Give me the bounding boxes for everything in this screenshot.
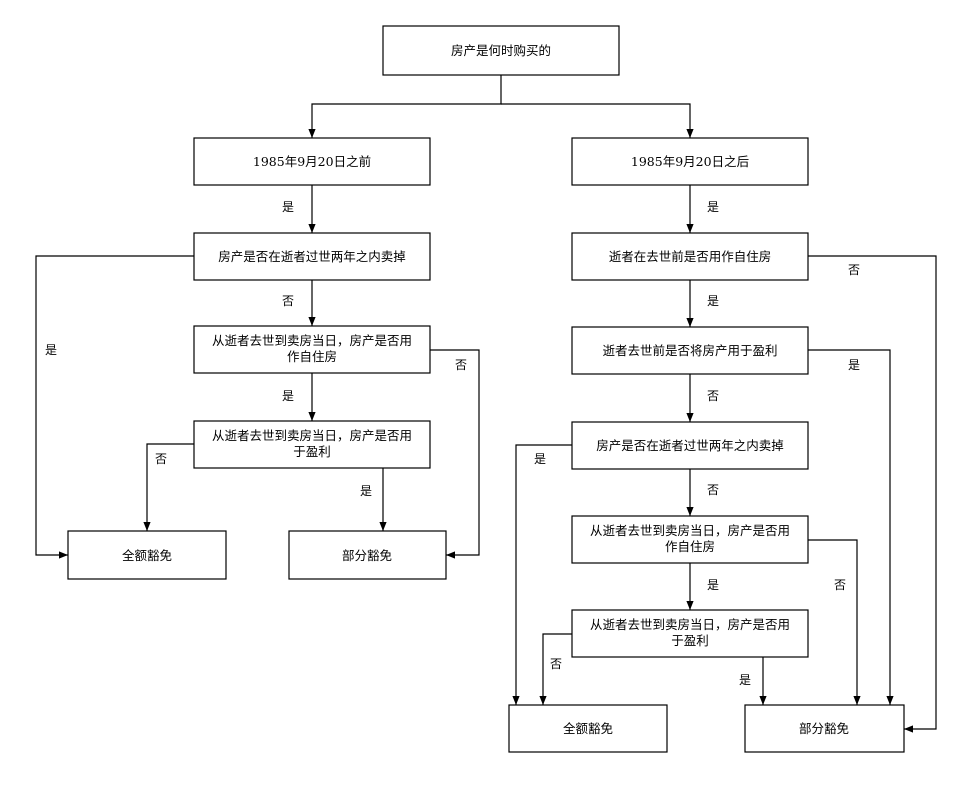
- edge-label-r1: 是: [707, 200, 719, 214]
- node-l-home: 从逝者去世到卖房当日，房产是否用 作自住房: [193, 325, 431, 374]
- edge-label-l4: 是: [45, 343, 57, 357]
- node-text: 逝者在去世前是否用作自住房: [609, 249, 772, 264]
- edge-r-sold2y-full: [512, 444, 572, 705]
- edge-r-home-before-partial: [808, 255, 937, 733]
- node-text: 部分豁免: [799, 721, 849, 736]
- edge-label-r9: 否: [834, 578, 846, 592]
- node-text: 从逝者去世到卖房当日，房产是否用: [590, 617, 790, 632]
- node-text: 1985年9月20日之后: [631, 154, 749, 169]
- node-l-sold2y: 房产是否在逝者过世两年之内卖掉: [193, 232, 431, 281]
- edge-root-before: [308, 75, 502, 138]
- edge-label-r7: 否: [707, 483, 719, 497]
- node-text: 从逝者去世到卖房当日，房产是否用: [212, 333, 412, 348]
- node-before: 1985年9月20日之前: [193, 137, 431, 186]
- edge-label-l1: 是: [282, 200, 294, 214]
- edge-label-l3: 是: [282, 389, 294, 403]
- node-text: 全额豁免: [122, 548, 172, 563]
- edge-label-r8: 是: [707, 578, 719, 592]
- node-root: 房产是何时购买的: [382, 25, 620, 76]
- edge-label-r3: 是: [707, 294, 719, 308]
- edge-label-r2: 否: [848, 263, 860, 277]
- node-text: 房产是何时购买的: [451, 43, 551, 58]
- node-text: 部分豁免: [342, 548, 392, 563]
- edge-l-sold2y-full: [35, 255, 194, 559]
- node-l-partial: 部分豁免: [288, 530, 447, 580]
- edge-root-after: [501, 103, 694, 138]
- edge-label-r4: 是: [848, 358, 860, 372]
- edge-label-l2: 否: [282, 294, 294, 308]
- node-text: 于盈利: [293, 444, 331, 459]
- node-r-profit-before: 逝者去世前是否将房产用于盈利: [571, 326, 809, 375]
- node-text: 从逝者去世到卖房当日，房产是否用: [212, 428, 412, 443]
- node-text: 于盈利: [671, 633, 709, 648]
- edge-label-l5: 否: [455, 358, 467, 372]
- edge-r-profit-before-partial: [808, 349, 894, 705]
- node-r-home: 从逝者去世到卖房当日，房产是否用 作自住房: [571, 515, 809, 564]
- node-r-profit: 从逝者去世到卖房当日，房产是否用 于盈利: [571, 609, 809, 658]
- edge-r-profit-full: [539, 633, 572, 705]
- node-text: 从逝者去世到卖房当日，房产是否用: [590, 523, 790, 538]
- node-text: 逝者去世前是否将房产用于盈利: [602, 343, 777, 358]
- node-text: 房产是否在逝者过世两年之内卖掉: [596, 438, 784, 453]
- node-l-profit: 从逝者去世到卖房当日，房产是否用 于盈利: [193, 420, 431, 469]
- edge-label-r10: 否: [550, 657, 562, 671]
- node-after: 1985年9月20日之后: [571, 137, 809, 186]
- node-text: 作自住房: [665, 539, 715, 554]
- node-text: 1985年9月20日之前: [253, 154, 371, 169]
- node-r-partial: 部分豁免: [744, 704, 905, 753]
- node-r-full: 全额豁免: [508, 704, 668, 753]
- edge-r-home-partial: [808, 539, 861, 705]
- edge-label-r6: 是: [534, 452, 546, 466]
- node-l-full: 全额豁免: [67, 530, 227, 580]
- edge-label-l7: 是: [360, 484, 372, 498]
- edge-l-profit-full: [143, 443, 194, 531]
- node-r-sold2y: 房产是否在逝者过世两年之内卖掉: [571, 421, 809, 470]
- edge-label-r11: 是: [739, 673, 751, 687]
- edge-label-r5: 否: [707, 389, 719, 403]
- node-text: 房产是否在逝者过世两年之内卖掉: [218, 249, 406, 264]
- edge-label-l6: 否: [155, 452, 167, 466]
- node-r-home-before: 逝者在去世前是否用作自住房: [571, 232, 809, 281]
- edge-l-home-partial: [430, 349, 480, 559]
- node-text: 作自住房: [287, 349, 337, 364]
- node-text: 全额豁免: [563, 721, 613, 736]
